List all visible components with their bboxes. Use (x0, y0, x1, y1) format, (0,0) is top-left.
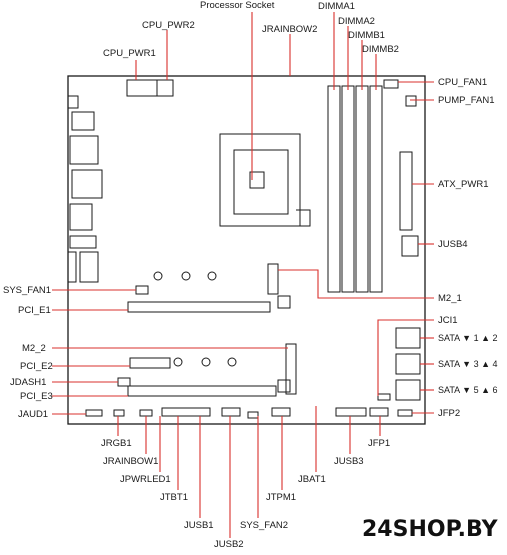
bottom-headers (85, 407, 413, 419)
label-pci-e3: PCI_E3 (20, 391, 53, 402)
m2-standoffs (153, 271, 237, 367)
label-jfp1: JFP1 (368, 438, 390, 449)
label-m2-1: M2_1 (438, 293, 462, 304)
label-pci-e2: PCI_E2 (20, 361, 53, 372)
callout-leader-lines (52, 12, 434, 538)
label-jtbt1: JTBT1 (160, 492, 188, 503)
cpu-power-connectors (126, 79, 174, 97)
label-jpwrled1: JPWRLED1 (120, 474, 171, 485)
sata-ports (377, 327, 421, 401)
dimm-slots (327, 85, 383, 293)
label-jrainbow2: JRAINBOW2 (262, 24, 317, 35)
label-sys-fan1: SYS_FAN1 (3, 285, 51, 296)
label-jbat1: JBAT1 (298, 474, 326, 485)
label-sys-fan2: SYS_FAN2 (240, 520, 288, 531)
label-sata-1-2: SATA ▼ 1 ▲ 2 (438, 333, 498, 343)
label-sata-3-4: SATA ▼ 3 ▲ 4 (438, 359, 498, 369)
label-jaud1: JAUD1 (18, 409, 48, 420)
label-cpu-pwr2: CPU_PWR2 (142, 20, 195, 31)
expansion-slots (117, 263, 297, 397)
label-jrainbow1: JRAINBOW1 (103, 456, 158, 467)
watermark-logo: 24SHOP.BY (362, 517, 499, 542)
label-m2-2: M2_2 (22, 343, 46, 354)
label-jtpm1: JTPM1 (266, 492, 296, 503)
label-pump-fan1: PUMP_FAN1 (438, 95, 495, 106)
right-edge-connectors (383, 79, 419, 257)
label-pci-e1: PCI_E1 (18, 305, 51, 316)
label-jfp2: JFP2 (438, 408, 460, 419)
label-jdash1: JDASH1 (10, 377, 46, 388)
rear-io-panel (67, 95, 103, 283)
label-atx-pwr1: ATX_PWR1 (438, 179, 489, 190)
label-jusb1: JUSB1 (184, 520, 214, 531)
label-dimma1: DIMMA1 (318, 1, 355, 12)
label-jusb2: JUSB2 (214, 539, 244, 550)
label-dimmb2: DIMMB2 (362, 44, 399, 55)
label-sata-5-6: SATA ▼ 5 ▲ 6 (438, 385, 498, 395)
label-jrgb1: JRGB1 (101, 438, 132, 449)
processor-socket (219, 133, 311, 227)
label-jusb4: JUSB4 (438, 239, 468, 250)
label-jci1: JCI1 (438, 315, 458, 326)
label-processor-socket: Processor Socket (200, 0, 275, 11)
label-jusb3: JUSB3 (334, 456, 364, 467)
label-dimmb1: DIMMB1 (348, 30, 385, 41)
label-cpu-pwr1: CPU_PWR1 (103, 48, 156, 59)
label-cpu-fan1: CPU_FAN1 (438, 77, 487, 88)
board-outline (67, 75, 426, 425)
label-dimma2: DIMMA2 (338, 16, 375, 27)
